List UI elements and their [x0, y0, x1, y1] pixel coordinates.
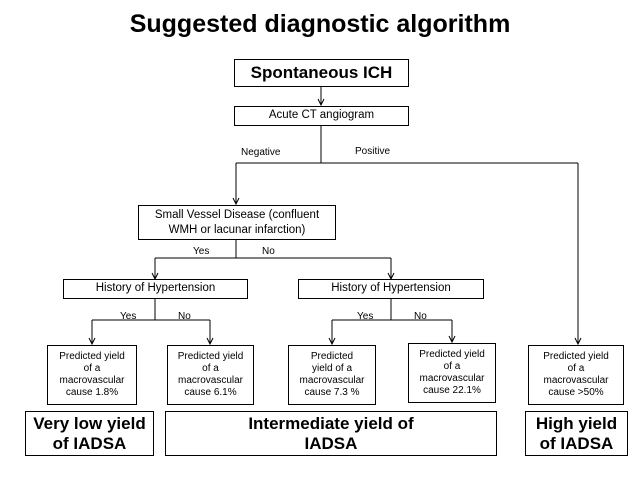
node-acute-cta: Acute CT angiogram — [234, 106, 409, 126]
label-hl-no: No — [178, 311, 191, 322]
diagram-title: Suggested diagnostic algorithm — [129, 10, 511, 38]
node-history-hypertension-right: History of Hypertension — [298, 279, 484, 299]
label-svd-no: No — [262, 246, 275, 257]
label-hr-yes: Yes — [357, 311, 374, 322]
category-intermediate-yield: Intermediate yield of IADSA — [165, 411, 497, 456]
label-negative: Negative — [241, 147, 281, 158]
node-spontaneous-ich: Spontaneous ICH — [234, 59, 409, 87]
category-high-yield: High yield of IADSA — [525, 411, 628, 456]
node-yield-7-3: Predicted yield of a macrovascular cause… — [288, 345, 376, 405]
node-yield-over-50: Predicted yield of a macrovascular cause… — [528, 345, 624, 405]
node-yield-1-8: Predicted yield of a macrovascular cause… — [47, 345, 137, 405]
node-history-hypertension-left: History of Hypertension — [63, 279, 248, 299]
label-positive: Positive — [355, 146, 391, 157]
node-yield-22-1: Predicted yield of a macrovascular cause… — [408, 343, 496, 403]
node-yield-6-1: Predicted yield of a macrovascular cause… — [167, 345, 254, 405]
label-hr-no: No — [414, 311, 427, 322]
label-hl-yes: Yes — [120, 311, 137, 322]
node-small-vessel-disease: Small Vessel Disease (confluent WMH or l… — [138, 205, 336, 240]
label-svd-yes: Yes — [193, 246, 210, 257]
category-very-low-yield: Very low yield of IADSA — [25, 411, 154, 456]
